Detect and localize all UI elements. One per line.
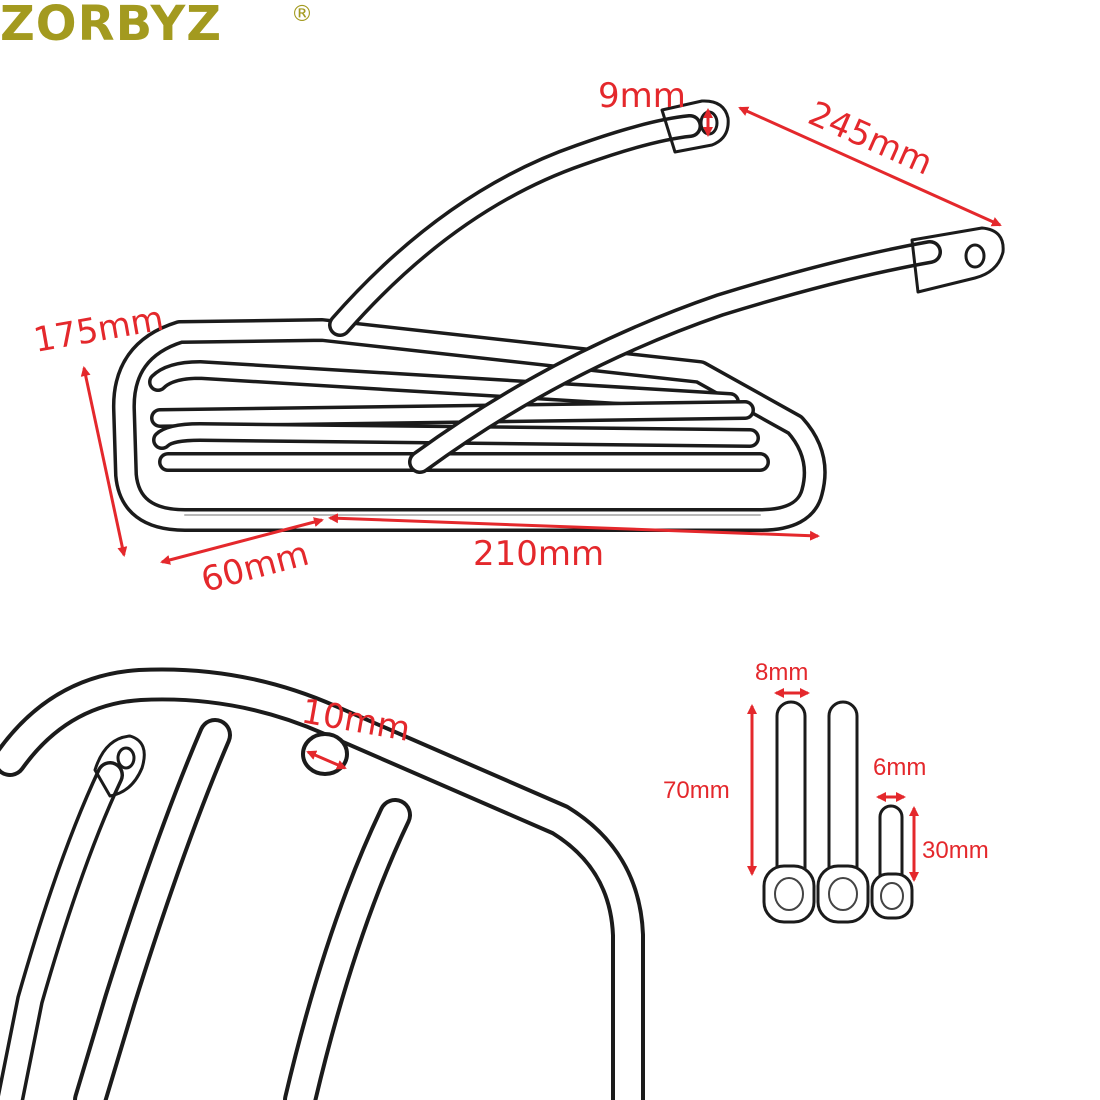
height-arrow [80,366,128,557]
bolt-diameter-short-label: 6mm [873,754,926,781]
front-width-label: 60mm [197,534,313,601]
trademark-symbol: ® [291,2,313,27]
rack-closeup-illustration [0,667,645,1100]
strut-span-arrow [738,106,1002,227]
strut-span-label: 245mm [802,94,938,184]
bolt-hole-label: 9mm [598,76,686,116]
luggage-rack-illustration [111,99,1005,532]
mount-hole-arrow [306,750,347,770]
length-label: 210mm [473,534,604,574]
front-width-arrow [160,517,324,565]
mounting-bolts-illustration [762,700,914,924]
bolt-diameter-long-label: 8mm [755,659,808,686]
bolt-length-short-label: 30mm [922,837,989,864]
bolt-length-long-label: 70mm [663,777,730,804]
length-arrow [328,513,820,541]
brand-logo: ZORBYZ [0,0,223,52]
